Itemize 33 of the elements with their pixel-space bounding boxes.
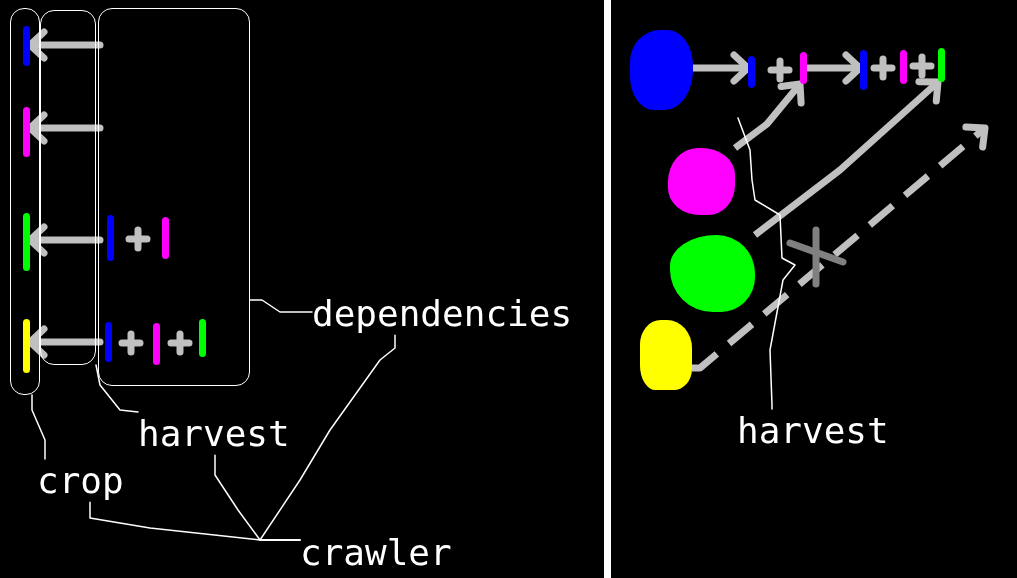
leader-line [249,299,313,313]
color-bar [107,215,114,261]
label-text: harvest [138,412,290,456]
arrow [732,80,805,151]
outlined-region [10,8,40,395]
color-blob [668,148,735,215]
color-blob [630,30,693,110]
outlined-region [98,8,250,386]
color-bar [23,213,30,271]
color-bar [23,319,30,373]
arrow [752,78,942,238]
color-blob [640,320,692,390]
leader-line [95,364,139,413]
label-text: dependencies [312,292,573,336]
label-text: harvest [737,409,889,453]
color-bar [800,52,807,84]
color-bar [938,48,945,82]
color-bar [23,107,30,157]
leader-line [259,334,396,541]
color-bar [860,50,867,90]
label-text: crop [37,459,124,503]
color-bar [900,50,907,84]
color-bar [23,26,30,66]
color-bar [105,322,112,362]
color-bar [162,217,169,259]
label-text: crawler [300,531,452,575]
leader-line [31,394,46,460]
arrow [692,123,989,372]
color-bar [199,319,206,357]
color-bar [153,323,160,365]
color-bar [748,56,755,88]
outlined-region [40,10,96,365]
leader-line [737,117,796,410]
